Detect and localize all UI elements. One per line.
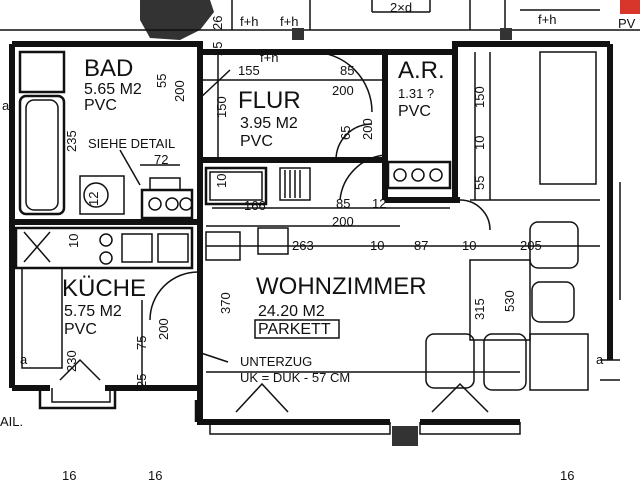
room-wohnzimmer: WOHNZIMMER 24.20 M2 PARKETT [254, 273, 427, 339]
dim-200-flur: 200 [360, 118, 375, 140]
room-area-bad: 5.65 M2 [84, 81, 142, 98]
room-floor-flur: PVC [240, 133, 273, 150]
dim-10-ar: 10 [472, 136, 487, 150]
room-area-kueche: 5.75 M2 [64, 303, 122, 320]
dim-530: 530 [502, 290, 517, 312]
room-floor-kueche: PVC [64, 321, 97, 338]
bathtub [18, 94, 66, 216]
room-floor-bad: PVC [84, 97, 117, 114]
bath-cabinet [18, 50, 66, 94]
label-fh-2: f+h [260, 50, 278, 65]
room-name-kueche: KÜCHE [62, 275, 146, 302]
door-swings [149, 51, 491, 321]
kitchen-fixtures [14, 226, 194, 369]
dimension-lines [141, 52, 600, 388]
dim-150-ar: 150 [472, 86, 487, 108]
dim-10-right: 10 [462, 238, 476, 253]
room-name-bad: BAD [84, 55, 133, 82]
dim-150-flur: 150 [214, 96, 229, 118]
room-name-flur: FLUR [238, 87, 301, 114]
top-annotations [0, 0, 640, 40]
dim-55-bad: 55 [154, 74, 169, 88]
dim-200-kueche: 200 [156, 318, 171, 340]
room-kueche: KÜCHE 5.75 M2 PVC [62, 275, 146, 338]
label-pv: PV [618, 16, 636, 31]
dim-16-a: 16 [62, 468, 76, 480]
interior-walls [12, 44, 460, 422]
label-2xd: 2×d [390, 0, 412, 15]
dim-16-c: 16 [560, 468, 574, 480]
note-detail-number: 72 [154, 152, 168, 167]
room-area-flur: 3.95 M2 [240, 115, 298, 132]
dim-10-kueche: 10 [66, 234, 81, 248]
note-unterzug: UNTERZUG [240, 354, 312, 369]
room-bad: BAD 5.65 M2 PVC [84, 55, 142, 114]
label-a-2: a [20, 352, 28, 367]
dim-87: 87 [414, 238, 428, 253]
dim-25: 25 [134, 374, 149, 388]
dim-235: 235 [64, 130, 79, 152]
washbasin [79, 175, 125, 215]
dim-25-top: 25 [210, 42, 225, 56]
room-floor-wohnzimmer: PARKETT [258, 321, 331, 338]
dim-85-mid: 85 [336, 196, 350, 211]
scan-dark-blob [140, 0, 214, 40]
label-a-3: a [596, 352, 604, 367]
dim-85-top: 85 [340, 63, 354, 78]
corridor-fixtures [204, 160, 452, 261]
dim-55-ar: 55 [472, 176, 487, 190]
annotations: SIEHE DETAIL 72 UNTERZUG UK = DUK - 57 C… [0, 136, 350, 429]
label-fh-1: f+h [240, 14, 258, 29]
room-name-ar: A.R. [398, 57, 445, 84]
dim-26: 26 [210, 16, 225, 30]
outer-walls [9, 41, 620, 425]
dim-230: 230 [64, 350, 79, 372]
dim-200-top: 200 [332, 83, 354, 98]
label-fh-5: f+h [538, 12, 556, 27]
dim-16-b: 16 [148, 468, 162, 480]
dim-370: 370 [218, 292, 233, 314]
dim-205: 205 [520, 238, 542, 253]
dim-75: 75 [134, 336, 149, 350]
room-flur: FLUR 3.95 M2 PVC [238, 87, 301, 150]
room-ar: A.R. 1.31 ? PVC [398, 57, 445, 120]
note-siehe-detail: SIEHE DETAIL [88, 136, 175, 151]
dim-166: 166 [244, 198, 266, 213]
room-floor-ar: PVC [398, 103, 431, 120]
note-detail-left: AIL. [0, 414, 23, 429]
dim-200-bad: 200 [172, 80, 187, 102]
room-area-ar: 1.31 ? [398, 86, 434, 101]
dim-10-flur: 10 [214, 174, 229, 188]
window-symbols [51, 358, 521, 446]
room-area-wohnzimmer: 24.20 M2 [258, 303, 325, 320]
label-fh-3: f+h [280, 14, 298, 29]
dim-155: 155 [238, 63, 260, 78]
dim-200-mid: 200 [332, 214, 354, 229]
dim-315: 315 [472, 298, 487, 320]
dim-65: 65 [338, 126, 353, 140]
dim-12-bad: 12 [86, 192, 101, 206]
note-unterzug-uk: UK = DUK - 57 CM [240, 370, 350, 385]
corner-badge [620, 0, 640, 14]
dim-263: 263 [292, 238, 314, 253]
dim-12-mid: 12 [372, 196, 386, 211]
room-name-wohnzimmer: WOHNZIMMER [256, 273, 427, 300]
label-a-1: a [2, 98, 10, 113]
dim-10-mid: 10 [370, 238, 384, 253]
bathroom-fixtures [18, 50, 194, 220]
